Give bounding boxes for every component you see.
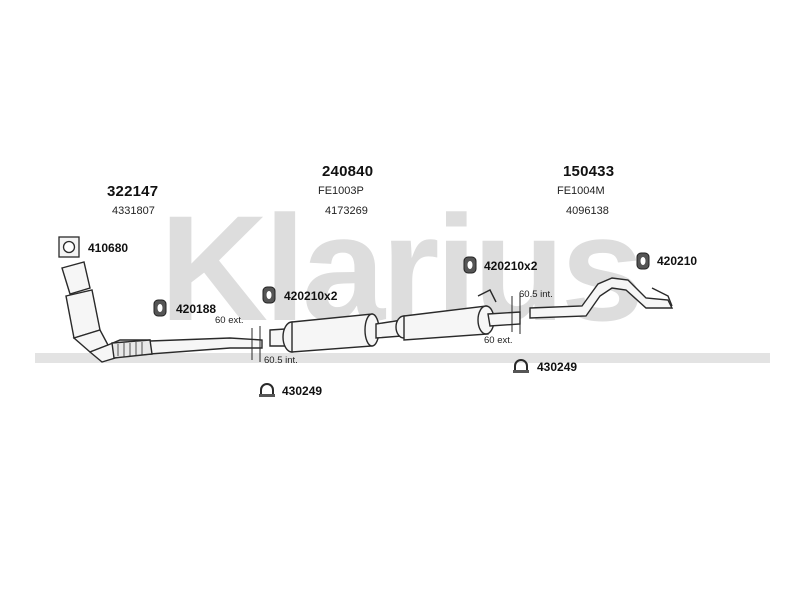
dim-front-int: 60.5 int. [264,355,298,366]
assembly-2-number: 240840 [322,163,374,180]
dim-rear-int: 60.5 int. [519,289,553,300]
assembly-3-ref: 4096138 [566,205,609,217]
assembly-3-number: 150433 [563,163,615,180]
assembly-3-code: FE1004M [557,185,605,197]
assembly-2-ref: 4173269 [325,205,368,217]
assembly-1-number: 322147 [107,183,159,200]
clamp-icon [259,383,275,397]
gasket-icon [58,236,80,258]
tail-pipe [529,277,674,319]
part-410680: 410680 [88,241,129,255]
part-430249-front: 430249 [282,384,323,398]
dim-rear-ext: 60 ext. [484,335,513,346]
assembly-1-ref: 4331807 [112,205,155,217]
rubber-mount-icon [153,299,167,317]
part-420210x2-front: 420210x2 [284,289,338,303]
rear-silencer [403,289,521,341]
rubber-mount-icon [463,256,477,274]
part-420210x2-rear: 420210x2 [484,259,538,273]
watermark-underline [35,353,770,363]
part-430249-rear: 430249 [537,360,578,374]
middle-silencer [269,313,413,353]
assembly-2-code: FE1003P [318,185,364,197]
front-pipe-with-catalyst [61,261,263,363]
clamp-icon [513,359,529,373]
joint-markers [251,294,521,362]
rubber-mount-icon [636,252,650,270]
part-420210: 420210 [657,254,698,268]
rubber-mount-icon [262,286,276,304]
dim-front-ext: 60 ext. [215,315,244,326]
part-420188: 420188 [176,302,217,316]
